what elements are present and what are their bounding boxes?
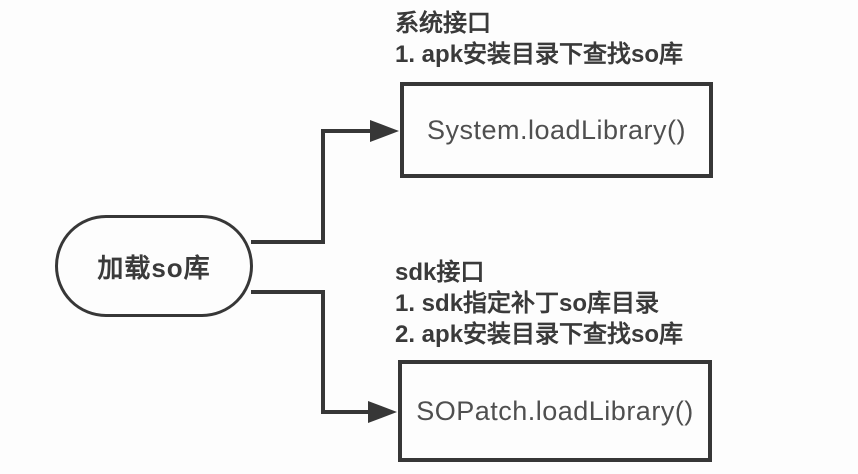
node-system-loadlibrary: System.loadLibrary()	[400, 82, 713, 178]
node-system-loadlibrary-label: System.loadLibrary()	[426, 114, 687, 145]
connector-to-sdk-box	[251, 290, 369, 414]
node-load-so-library-label: 加载so库	[97, 252, 211, 283]
arrowhead-system-icon	[370, 120, 399, 142]
system-branch-step: 1. apk安装目录下查找so库	[395, 41, 684, 68]
node-load-so-library: 加载so库	[55, 215, 253, 317]
sdk-branch-step: 1. sdk指定补丁so库目录	[395, 290, 660, 317]
sdk-branch-heading: sdk接口	[395, 259, 485, 286]
arrowhead-sdk-icon	[368, 401, 397, 423]
sdk-branch-label: sdk接口 1. sdk指定补丁so库目录 2. apk安装目录下查找so库	[395, 257, 683, 350]
node-sopatch-loadlibrary-label: SOPatch.loadLibrary()	[416, 395, 694, 426]
connector-to-system-box	[251, 129, 371, 244]
system-branch-heading: 系统接口	[395, 10, 491, 37]
sdk-branch-step: 2. apk安装目录下查找so库	[395, 321, 684, 348]
system-branch-label: 系统接口 1. apk安装目录下查找so库	[395, 8, 683, 70]
node-sopatch-loadlibrary: SOPatch.loadLibrary()	[398, 360, 712, 462]
